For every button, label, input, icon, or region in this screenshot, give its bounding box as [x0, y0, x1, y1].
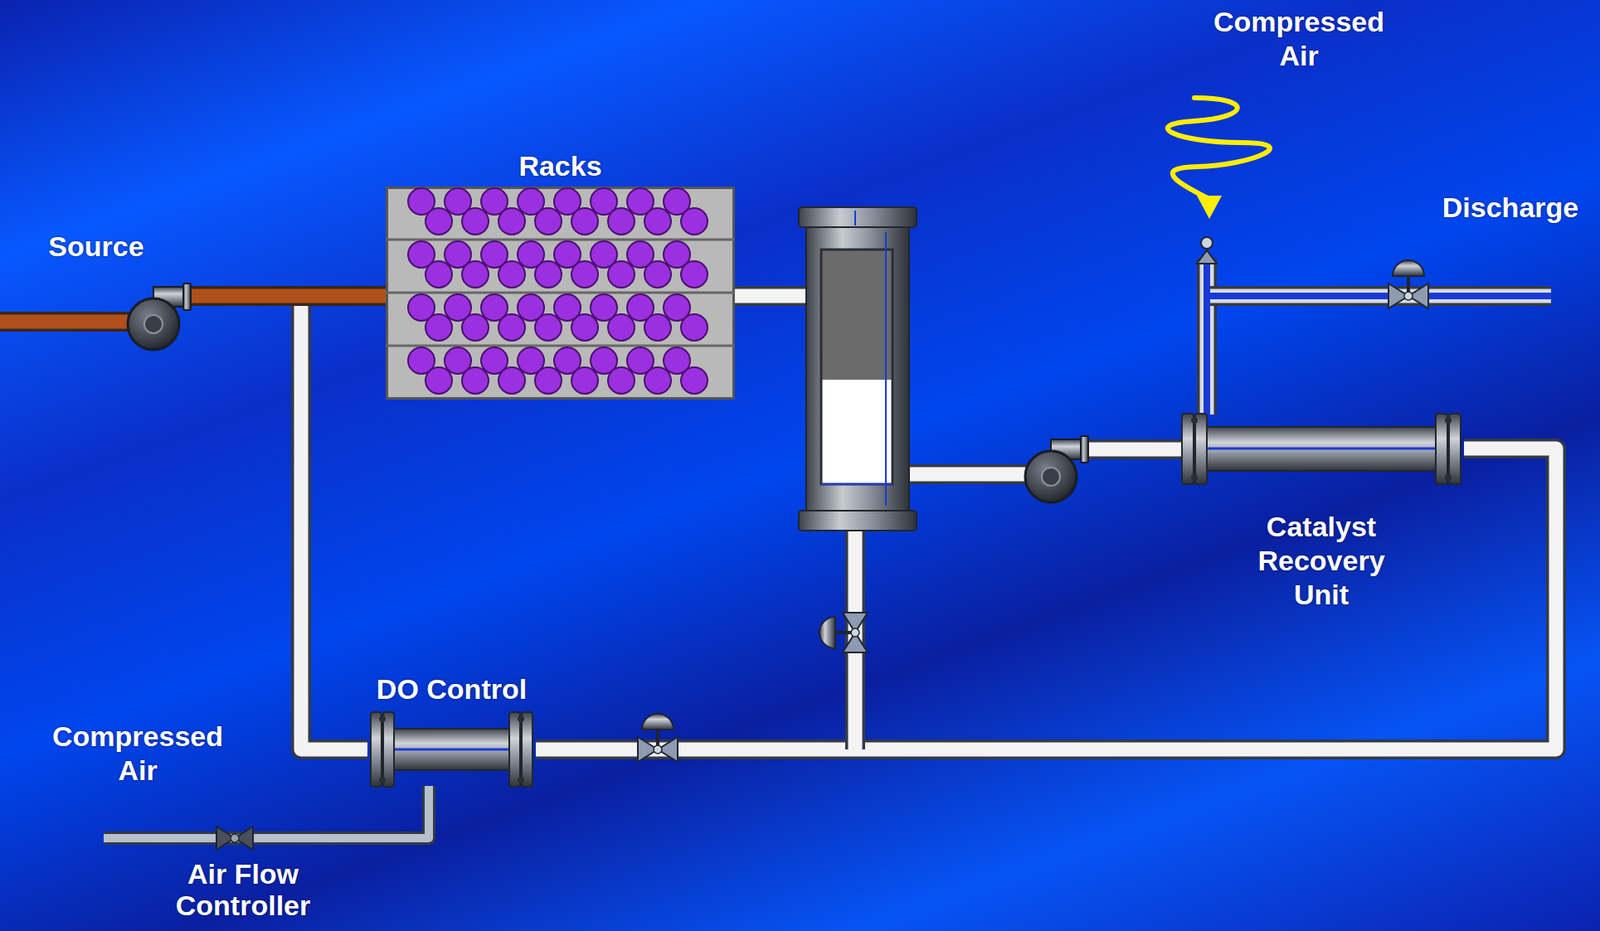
rack-drawing — [385, 186, 735, 400]
discharge-pipe — [1206, 258, 1552, 415]
control-valve — [637, 714, 678, 763]
pipe-connector — [301, 296, 386, 750]
rack-unit: Racks — [385, 149, 735, 400]
hand-valve — [216, 826, 253, 851]
recovery-unit-drawing — [1178, 410, 1464, 488]
air-spiral — [1167, 97, 1270, 219]
control-valve — [819, 612, 868, 653]
air-fitting — [1196, 237, 1217, 264]
callout-label: Compressed Air — [42, 719, 234, 788]
do-control-drawing — [367, 709, 536, 791]
pump — [1025, 436, 1089, 503]
do-control-unit: DO Control — [367, 672, 536, 791]
callout-label: Air Flow Controller — [147, 858, 339, 922]
separator-tank — [798, 207, 917, 531]
callout-label: Discharge — [1431, 190, 1590, 225]
callout-label: Compressed Air — [1203, 4, 1395, 73]
equipment-label: DO Control — [367, 672, 536, 707]
air-line — [103, 786, 429, 839]
pump — [127, 283, 191, 351]
equipment-label: Catalyst Recovery Unit — [1250, 510, 1392, 613]
recovery-unit: Catalyst Recovery Unit — [1178, 410, 1464, 616]
pipe — [729, 296, 1187, 750]
control-valve — [1388, 260, 1429, 309]
source-pipe — [0, 296, 392, 322]
equipment-label: Racks — [385, 149, 735, 184]
callout-label: Source — [34, 229, 159, 264]
